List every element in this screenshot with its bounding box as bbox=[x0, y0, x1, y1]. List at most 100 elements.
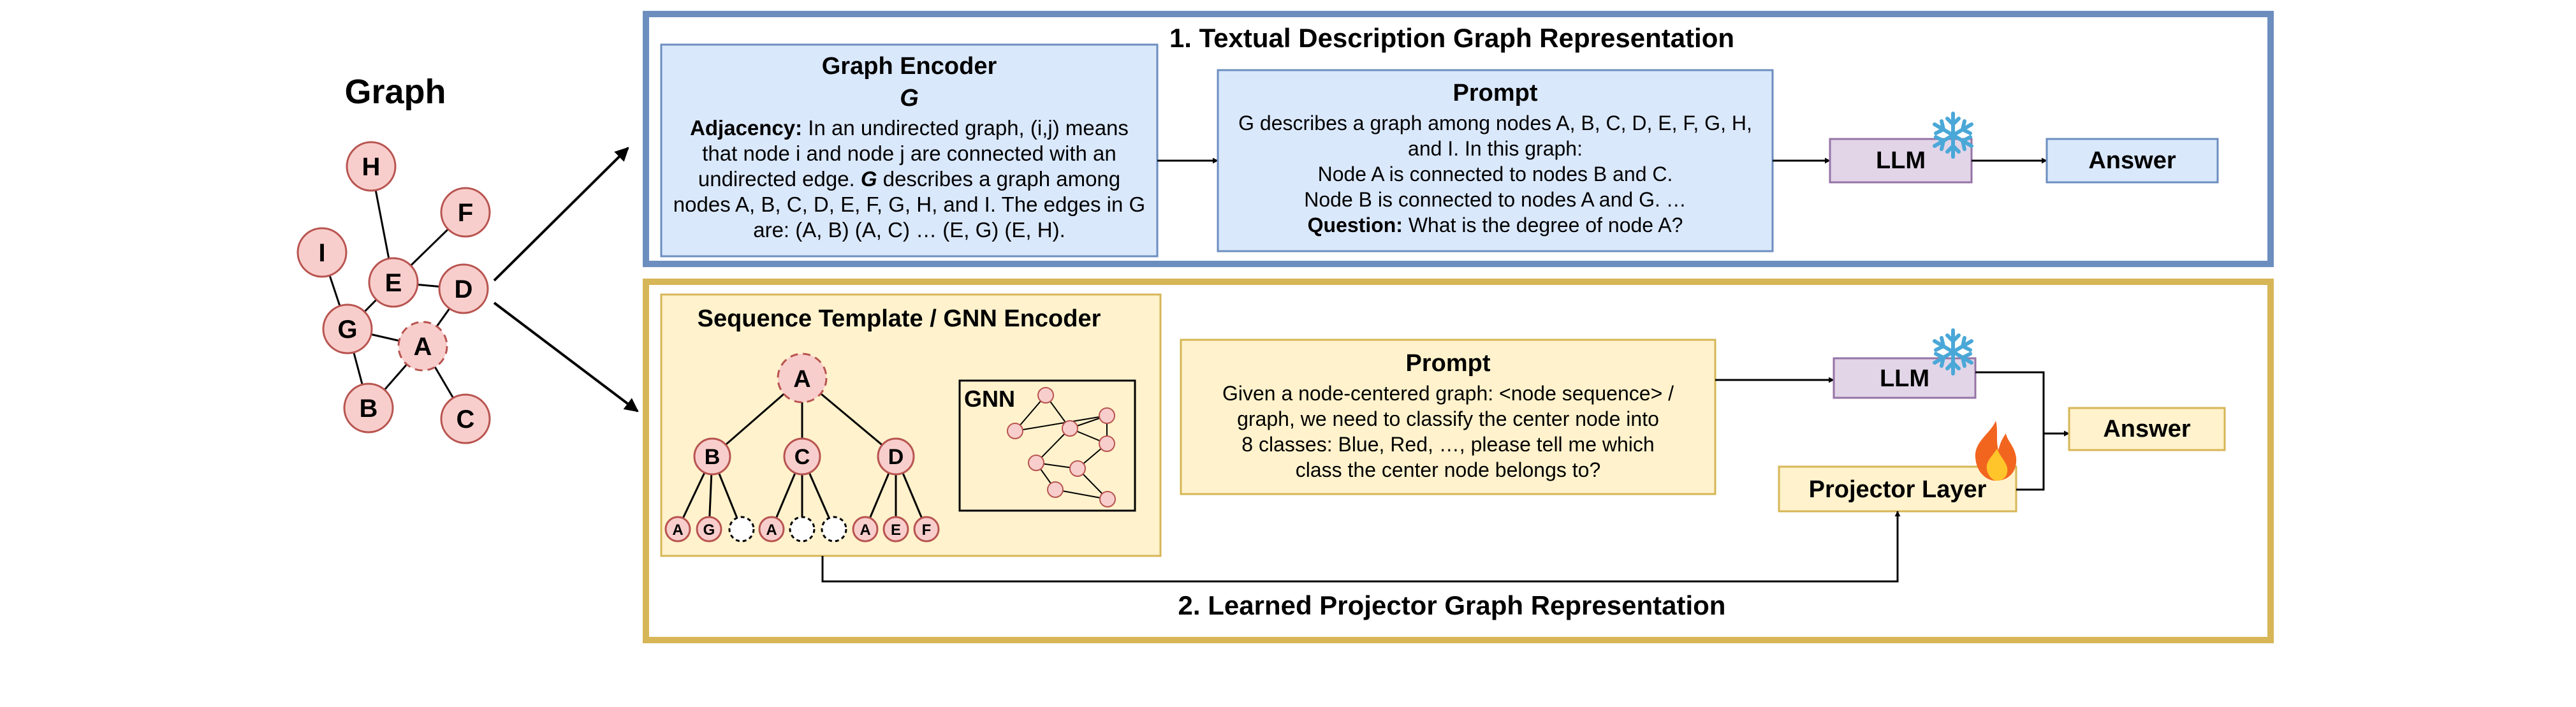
graph-node-b bbox=[343, 383, 394, 434]
gnn-label: GNN bbox=[964, 386, 1015, 412]
graph-encoder-line1: Adjacency: In an undirected graph, (i,j)… bbox=[690, 116, 1129, 140]
tree-leaf-label: E bbox=[891, 521, 901, 539]
question-text: What is the degree of node A? bbox=[1403, 214, 1683, 237]
section1-answer-box bbox=[2045, 138, 2219, 184]
tree-child-label: B bbox=[705, 445, 721, 469]
section2-prompt-box bbox=[1180, 339, 1716, 495]
graph-encoder-box bbox=[660, 43, 1159, 258]
tree-root-node bbox=[777, 353, 828, 404]
arrow-to-section1 bbox=[493, 147, 629, 282]
section1-prompt-line3: Node A is connected to nodes B and C. bbox=[1318, 163, 1673, 186]
snowflake-icon bbox=[1933, 112, 1973, 159]
graph-node-label: A bbox=[414, 333, 432, 361]
tree-leaf-node bbox=[882, 516, 909, 543]
tree-child-label: D bbox=[888, 445, 904, 469]
graph-encoder-symbol: G bbox=[900, 85, 919, 112]
gnn-node bbox=[1047, 481, 1064, 498]
tree-leaf-empty bbox=[728, 516, 755, 543]
section2-prompt-line2: graph, we need to classify the center no… bbox=[1237, 407, 1659, 430]
tree-leaf-node bbox=[696, 516, 722, 543]
section2-title: 2. Learned Projector Graph Representatio… bbox=[1178, 590, 1726, 620]
section2-answer-label: Answer bbox=[2103, 416, 2190, 442]
graph-encoder-title: Graph Encoder bbox=[822, 53, 997, 80]
tree-child-label: C bbox=[794, 445, 810, 469]
section1-llm-label: LLM bbox=[1876, 147, 1926, 174]
connector-llm-to-merge bbox=[1975, 371, 2045, 434]
section2-llm-box bbox=[1833, 357, 1977, 399]
graph-node-label: E bbox=[385, 269, 402, 297]
tree-child-node bbox=[783, 437, 821, 476]
tree-leaf-label: A bbox=[672, 521, 683, 539]
graph-node-label: G bbox=[337, 316, 357, 344]
adjacency-label: Adjacency: bbox=[690, 116, 802, 140]
sequence-template-title: Sequence Template / GNN Encoder bbox=[698, 305, 1101, 332]
graph-node-label: F bbox=[458, 199, 473, 227]
tree-root-label: A bbox=[793, 366, 810, 393]
tree-leaf-node bbox=[758, 516, 785, 543]
arrow-template-to-projector bbox=[821, 511, 1901, 583]
graph-nodes: H F I E D G A B C bbox=[296, 141, 491, 444]
graph-node-c bbox=[440, 393, 491, 444]
graph-node-e bbox=[368, 257, 419, 308]
gnn-graph bbox=[1007, 387, 1116, 507]
graph-node-label: H bbox=[362, 153, 381, 181]
tree-leaf-label: G bbox=[703, 521, 715, 539]
gnn-node bbox=[1028, 455, 1044, 471]
graph-node-label: B bbox=[360, 395, 378, 423]
graph-node-h bbox=[346, 141, 397, 192]
section2-prompt-line4: class the center node belongs to? bbox=[1296, 458, 1601, 481]
section2-prompt-line3: 8 classes: Blue, Red, …, please tell me … bbox=[1241, 433, 1654, 456]
graph-node-g bbox=[322, 303, 373, 354]
graph-node-f bbox=[440, 187, 491, 238]
section1-llm-box bbox=[1829, 138, 1973, 184]
tree-leaf-label: A bbox=[860, 521, 870, 539]
gnn-node bbox=[1099, 435, 1115, 452]
gnn-node bbox=[1099, 407, 1115, 424]
graph-title: Graph bbox=[344, 73, 446, 111]
gnn-node bbox=[1099, 491, 1116, 507]
tree-leaf-label: A bbox=[766, 521, 777, 539]
connector-projector-to-merge bbox=[2016, 434, 2045, 491]
gnn-edge bbox=[1055, 489, 1108, 500]
section2-llm-label: LLM bbox=[1880, 365, 1929, 392]
tree-child-node bbox=[693, 437, 731, 476]
gnn-node bbox=[1062, 420, 1078, 437]
graph-node-a bbox=[397, 321, 448, 372]
section2-prompt-title: Prompt bbox=[1406, 350, 1491, 377]
section1-prompt-question: Question: What is the degree of node A? bbox=[1308, 214, 1683, 237]
graph-encoder-line3-post: describes a graph among bbox=[877, 167, 1121, 191]
gnn-node bbox=[1007, 423, 1023, 439]
tree-leaf-node bbox=[852, 516, 879, 543]
gnn-node bbox=[1069, 460, 1086, 477]
section1-prompt-line4: Node B is connected to nodes A and G. … bbox=[1304, 188, 1687, 211]
graph-node-i bbox=[296, 227, 348, 278]
section1-answer-label: Answer bbox=[2088, 147, 2176, 174]
section1-prompt-box bbox=[1217, 69, 1774, 252]
tree-child-node bbox=[877, 437, 915, 476]
section1-prompt-line2: and I. In this graph: bbox=[1408, 137, 1583, 160]
graph-node-label: C bbox=[457, 405, 475, 434]
question-label: Question: bbox=[1308, 214, 1403, 237]
tree-leaf-empty bbox=[789, 516, 816, 543]
gnn-node bbox=[1037, 387, 1054, 404]
graph-node-d bbox=[438, 263, 489, 314]
section1-prompt-line1: G describes a graph among nodes A, B, C,… bbox=[1238, 112, 1752, 135]
section2-prompt-line1: Given a node-centered graph: <node seque… bbox=[1222, 382, 1674, 405]
gnn-edge bbox=[1014, 415, 1108, 432]
tree-leaf-node bbox=[664, 516, 691, 543]
snowflake-icon bbox=[1933, 328, 1973, 375]
tree-leaf-node bbox=[913, 516, 940, 543]
arrow-to-section2 bbox=[493, 302, 639, 412]
graph-encoder-line3-pre: undirected edge. bbox=[698, 167, 861, 191]
graph-encoder-line3-symbol: G bbox=[861, 167, 877, 191]
graph-encoder-line4: nodes A, B, C, D, E, F, G, H, and I. The… bbox=[673, 193, 1145, 216]
projector-layer-label: Projector Layer bbox=[1809, 476, 1987, 503]
graph-encoder-line5: are: (A, B) (A, C) … (E, G) (E, H). bbox=[753, 218, 1065, 242]
graph-encoder-line1-rest: In an undirected graph, (i,j) means bbox=[802, 116, 1129, 140]
graph-node-label: I bbox=[318, 239, 325, 267]
graph-node-label: D bbox=[455, 275, 473, 303]
fire-icon bbox=[1975, 421, 2017, 481]
section1-title: 1. Textual Description Graph Representat… bbox=[1169, 23, 1734, 53]
